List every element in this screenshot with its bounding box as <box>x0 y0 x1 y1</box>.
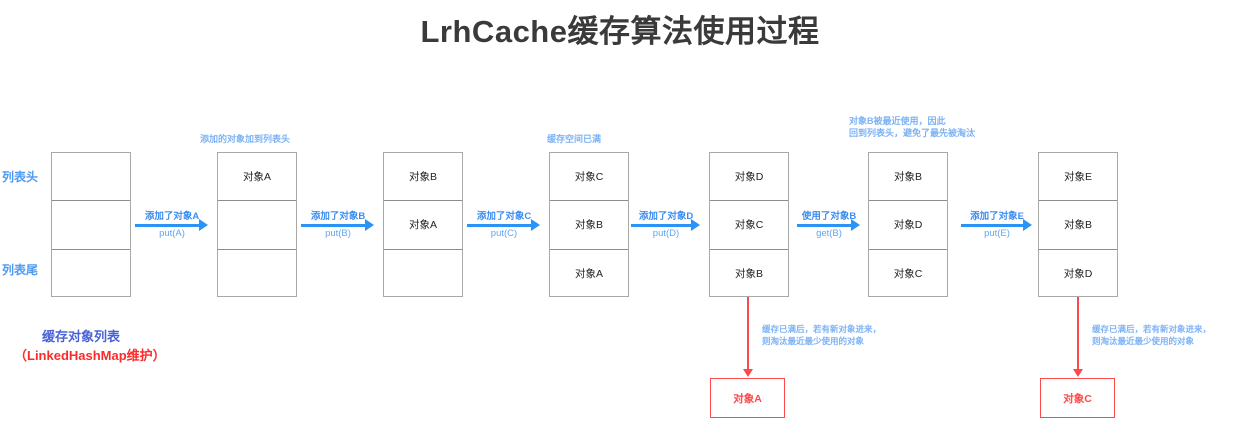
transition-label-bottom: put(B) <box>325 228 351 239</box>
transition-label-bottom: put(C) <box>490 228 518 239</box>
transition-label-top: 添加了对象D <box>638 211 694 222</box>
state-box-6: 对象B 对象D 对象C <box>868 152 948 297</box>
cell-tail: 对象A <box>574 268 603 281</box>
cell-tail: 对象B <box>734 268 763 281</box>
cell-tail <box>52 250 130 298</box>
eviction-box-2: 对象C <box>1040 378 1115 418</box>
cell-middle: 对象C <box>710 201 788 250</box>
transition-label-bottom: put(D) <box>652 228 680 239</box>
eviction-note-line2: 则淘汰最近最少使用的对象 <box>1092 336 1195 346</box>
cell-tail: 对象D <box>1063 268 1093 281</box>
caption-linkedhashmap: （LinkedHashMap维护） <box>14 348 166 363</box>
eviction-note-line1: 缓存已满后，若有新对象进来， <box>1092 324 1212 334</box>
state-box-7: 对象E 对象B 对象D <box>1038 152 1118 297</box>
cell-head <box>52 153 130 202</box>
state-box-4: 对象C 对象B 对象A <box>549 152 629 297</box>
transition-label-top: 添加了对象A <box>144 211 200 222</box>
annotation-line: 回到列表头，避免了最先被淘汰 <box>849 128 976 138</box>
transition-arrow-6: 添加了对象E put(E) <box>961 209 1033 243</box>
label-list-head: 列表头 <box>2 170 39 184</box>
eviction-arrow-head-1 <box>743 369 753 377</box>
transition-label-bottom: put(E) <box>984 228 1010 239</box>
cell-middle: 对象B <box>550 201 628 250</box>
cell-head: 对象C <box>550 153 628 202</box>
transition-label-bottom: put(A) <box>159 228 185 239</box>
transition-label-top: 添加了对象C <box>476 211 532 222</box>
transition-arrow-5: 使用了对象B get(B) <box>797 209 861 243</box>
annotation-add-to-head: 添加的对象加到列表头 <box>200 134 291 144</box>
cell-tail <box>384 250 462 298</box>
cell-head: 对象E <box>1039 153 1117 202</box>
annotation-recently-used: 对象B被最近使用，因此回到列表头，避免了最先被淘汰 <box>849 115 975 139</box>
cell-middle: 对象D <box>869 201 947 250</box>
transition-label-bottom: get(B) <box>816 228 842 239</box>
transition-label-top: 使用了对象B <box>801 211 857 222</box>
eviction-box-1: 对象A <box>710 378 785 418</box>
transition-label-top: 添加了对象E <box>970 211 1024 222</box>
cell-middle: 对象A <box>384 201 462 250</box>
eviction-arrow-line-1 <box>747 297 749 370</box>
eviction-note-1: 缓存已满后，若有新对象进来， 则淘汰最近最少使用的对象 <box>762 323 881 347</box>
page-title: LrhCache缓存算法使用过程 <box>420 14 820 49</box>
caption-cache-object-list: 缓存对象列表 <box>42 329 121 344</box>
cell-middle: 对象B <box>1039 201 1117 250</box>
annotation-cache-full: 缓存空间已满 <box>547 134 602 144</box>
label-list-tail: 列表尾 <box>2 263 39 277</box>
cell-head: 对象D <box>710 153 788 202</box>
eviction-note-line1: 缓存已满后，若有新对象进来， <box>762 324 882 334</box>
cell-tail: 对象C <box>893 268 923 281</box>
state-box-1 <box>51 152 131 297</box>
state-box-5: 对象D 对象C 对象B <box>709 152 789 297</box>
cell-head: 对象B <box>869 153 947 202</box>
cell-head: 对象A <box>218 153 296 202</box>
transition-label-top: 添加了对象B <box>310 211 366 222</box>
state-box-3: 对象B 对象A <box>383 152 463 297</box>
transition-arrow-4: 添加了对象D put(D) <box>631 209 701 243</box>
cell-head: 对象B <box>384 153 462 202</box>
cell-middle <box>218 201 296 250</box>
eviction-arrow-line-2 <box>1077 297 1079 370</box>
transition-arrow-2: 添加了对象B put(B) <box>301 209 375 243</box>
transition-arrow-1: 添加了对象A put(A) <box>135 209 209 243</box>
state-box-2: 对象A <box>217 152 297 297</box>
eviction-note-line2: 则淘汰最近最少使用的对象 <box>762 336 865 346</box>
eviction-note-2: 缓存已满后，若有新对象进来， 则淘汰最近最少使用的对象 <box>1092 323 1211 347</box>
cell-tail <box>218 250 296 298</box>
cell-middle <box>52 201 130 250</box>
transition-arrow-3: 添加了对象C put(C) <box>467 209 541 243</box>
eviction-arrow-head-2 <box>1073 369 1083 377</box>
annotation-line: 对象B被最近使用，因此 <box>849 116 946 126</box>
